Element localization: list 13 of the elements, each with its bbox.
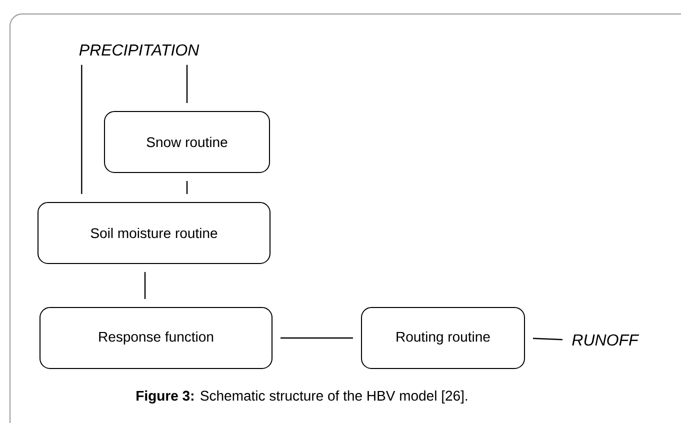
process-box: Snow routine [104,111,270,173]
connector-line [81,64,82,194]
connector-line [144,272,146,299]
process-box: Soil moisture routine [38,202,270,264]
connector-line [186,64,188,103]
connector-line [280,337,353,339]
flow-label: RUNOFF [572,334,640,346]
caption: Figure 3: Schematic structure of the HBV model [26]. [136,390,468,404]
connector-line [532,338,562,340]
process-box: Response function [40,307,272,369]
connector-line [186,181,188,194]
flow-label: PRECIPITATION [79,44,200,56]
process-box: Routing routine [361,307,525,369]
